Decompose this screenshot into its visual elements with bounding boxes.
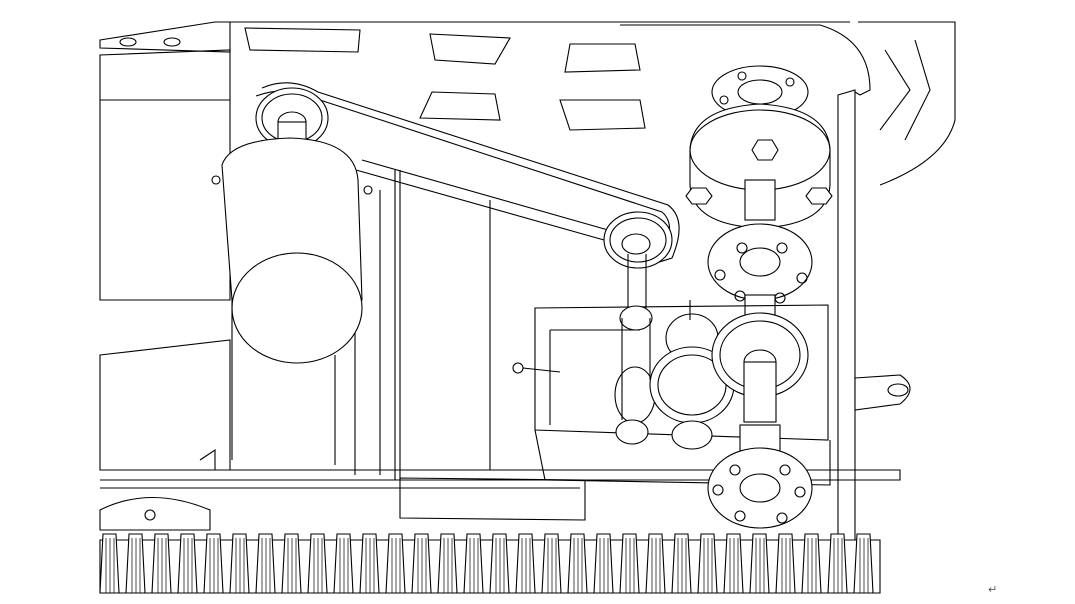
track-tooth xyxy=(801,533,822,594)
track-tooth xyxy=(411,533,432,594)
track-tooth xyxy=(463,533,484,594)
gear-train xyxy=(614,300,809,450)
track-tooth xyxy=(177,533,198,594)
track-tooth xyxy=(151,533,172,594)
track-tooth xyxy=(307,533,328,594)
track-tooth xyxy=(515,533,536,594)
motor-sprocket xyxy=(255,87,329,149)
paragraph-mark-bottom: ↵ xyxy=(988,583,998,596)
track-tooth xyxy=(645,533,666,594)
track-tooth xyxy=(619,533,640,594)
track-tooth xyxy=(385,533,406,594)
track-tooth xyxy=(99,533,120,594)
gearbox-housing xyxy=(512,304,831,486)
track-tooth xyxy=(827,533,848,594)
track-tooth xyxy=(203,533,224,594)
drive-motor xyxy=(211,137,373,465)
track-tooth xyxy=(229,533,250,594)
track-tooth xyxy=(593,533,614,594)
track-tooth xyxy=(359,533,380,594)
track-tooth xyxy=(697,533,718,594)
track-tooth xyxy=(749,533,770,594)
track-hub xyxy=(99,497,211,531)
track-tooth xyxy=(437,533,458,594)
track-tooth xyxy=(541,533,562,594)
disc-brake xyxy=(685,65,833,229)
track-tooth xyxy=(723,533,744,594)
track-tooth xyxy=(853,533,874,594)
driven-sprocket xyxy=(603,211,673,310)
track-wheel xyxy=(99,533,881,594)
track-tooth xyxy=(255,533,276,594)
track-tooth xyxy=(333,533,354,594)
track-tooth xyxy=(775,533,796,594)
track-tooth xyxy=(567,533,588,594)
track-tooth xyxy=(125,533,146,594)
track-tooth xyxy=(671,533,692,594)
track-tooth xyxy=(489,533,510,594)
mounting-lug xyxy=(854,374,911,411)
track-tooth xyxy=(281,533,302,594)
